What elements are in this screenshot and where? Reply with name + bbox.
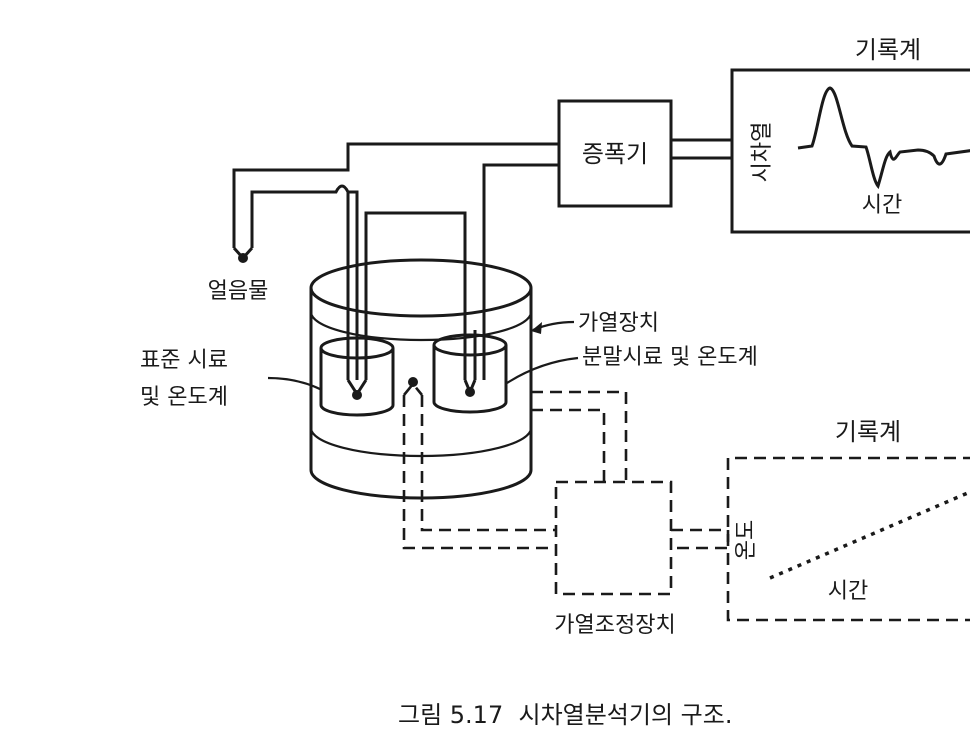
- recorder-top-box: [730, 68, 970, 234]
- time-axis-top-label: 시간: [862, 193, 902, 218]
- standard-thermocouple-dot: [352, 390, 362, 400]
- standard-cup-bottom: [319, 404, 395, 417]
- ice-water-label: 얼음물: [208, 279, 269, 304]
- recorder-top-label: 기록계: [855, 36, 921, 64]
- heating-controller-label: 가열조정장치: [554, 613, 675, 638]
- recorder-bottom-label: 기록계: [835, 418, 901, 446]
- control-thermocouple-tip: [402, 381, 424, 396]
- powder-thermocouple-dot: [465, 387, 475, 397]
- recorder-bottom-box: [726, 456, 970, 622]
- thermocouple-wire-ice-outer: [232, 142, 559, 248]
- heater-power-wire-2: [531, 408, 606, 482]
- dta-curve: [797, 86, 970, 190]
- control-thermocouple-dot: [408, 377, 418, 387]
- standard-sample-label-line1: 표준 시료: [140, 348, 228, 373]
- heater-power-wire-1: [531, 390, 628, 482]
- standard-sample-leader: [267, 376, 323, 391]
- thermocouple-wire-ice-inner: [250, 184, 359, 380]
- furnace-inner-rim: [309, 311, 533, 342]
- heating-controller-box: [554, 480, 673, 596]
- thermocouple-bridge-wire: [364, 211, 467, 380]
- amplifier-label: 증폭기: [582, 140, 648, 168]
- delta-t-axis-label: 시차열: [750, 122, 775, 183]
- powder-sample-label: 분말시료 및 온도계: [582, 345, 758, 370]
- controller-recorder-wires: [671, 528, 730, 550]
- heating-device-label: 가열장치: [578, 311, 659, 336]
- amplifier-box: [557, 99, 673, 208]
- furnace-top-ellipse: [309, 258, 533, 318]
- heating-device-arrow: [531, 322, 542, 334]
- control-wire-inner: [420, 395, 556, 532]
- temperature-axis-label: 온도: [734, 520, 759, 560]
- time-axis-bottom-label: 시간: [828, 579, 868, 604]
- powder-cup-bottom: [432, 401, 508, 414]
- ice-junction-dot: [238, 253, 248, 263]
- thermocouple-wire-powder: [482, 163, 559, 380]
- control-wire-outer: [402, 395, 556, 550]
- temperature-trace: [769, 490, 970, 580]
- powder-sample-leader: [506, 356, 579, 384]
- figure-caption: 그림 5.17 시차열분석기의 구조.: [398, 701, 732, 729]
- standard-sample-label-line2: 및 온도계: [140, 385, 228, 410]
